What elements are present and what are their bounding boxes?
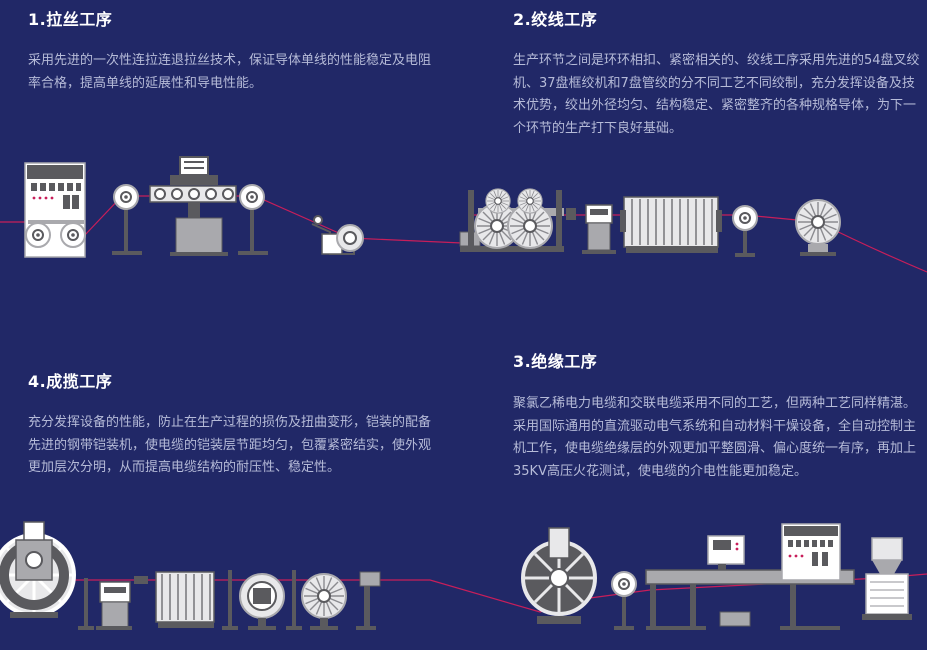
section-1-description: 采用先进的一次性连拉连退拉丝技术，保证导体单线的性能稳定及电阻率合格，提高单线的… [28,53,432,91]
annealer [149,156,237,256]
tape-head-1 [239,573,285,630]
section-1-title: 1.拉丝工序 [28,10,113,29]
stranding-cage [620,196,722,253]
drawing-machine [24,162,86,258]
section-4-description: 充分发挥设备的性能，防止在生产过程的损伤及扭曲变形，铠装的配备先进的钢带铠装机，… [28,415,432,475]
control-cabinet-2 [781,523,841,581]
guide-pulley-1 [112,184,142,255]
tension-post [78,578,94,630]
section-2-description: 生产环节之间是环环相扣、紧密相关的、绞线工序采用先进的54盘叉绞机、37盘框绞机… [513,53,920,136]
take-up-drum [795,199,841,256]
take-up-reel [311,215,364,255]
capstan [582,204,616,254]
pay-off-stand [0,521,76,618]
section-3-description: 聚氯乙稀电力电缆和交联电缆采用不同的工艺，但两种工艺同样精湛。采用国际通用的直流… [513,396,917,479]
guide-pulley-4 [611,571,637,630]
caterpillar [356,571,381,630]
stranding-machine [459,188,576,252]
tension-post-3 [286,570,302,630]
guide-pulley-2 [238,184,268,255]
capstan-2 [96,576,148,630]
tape-head-2 [301,573,347,630]
section-4-title: 4.成揽工序 [28,372,113,391]
insulation-pay-off [521,527,597,624]
material-dryer [862,537,912,620]
tension-post-2 [222,570,238,630]
guide-pulley-3 [732,205,758,257]
section-2-title: 2.绞线工序 [513,10,598,29]
section-3-title: 3.绝缘工序 [513,352,598,371]
armouring-cage [155,571,215,628]
